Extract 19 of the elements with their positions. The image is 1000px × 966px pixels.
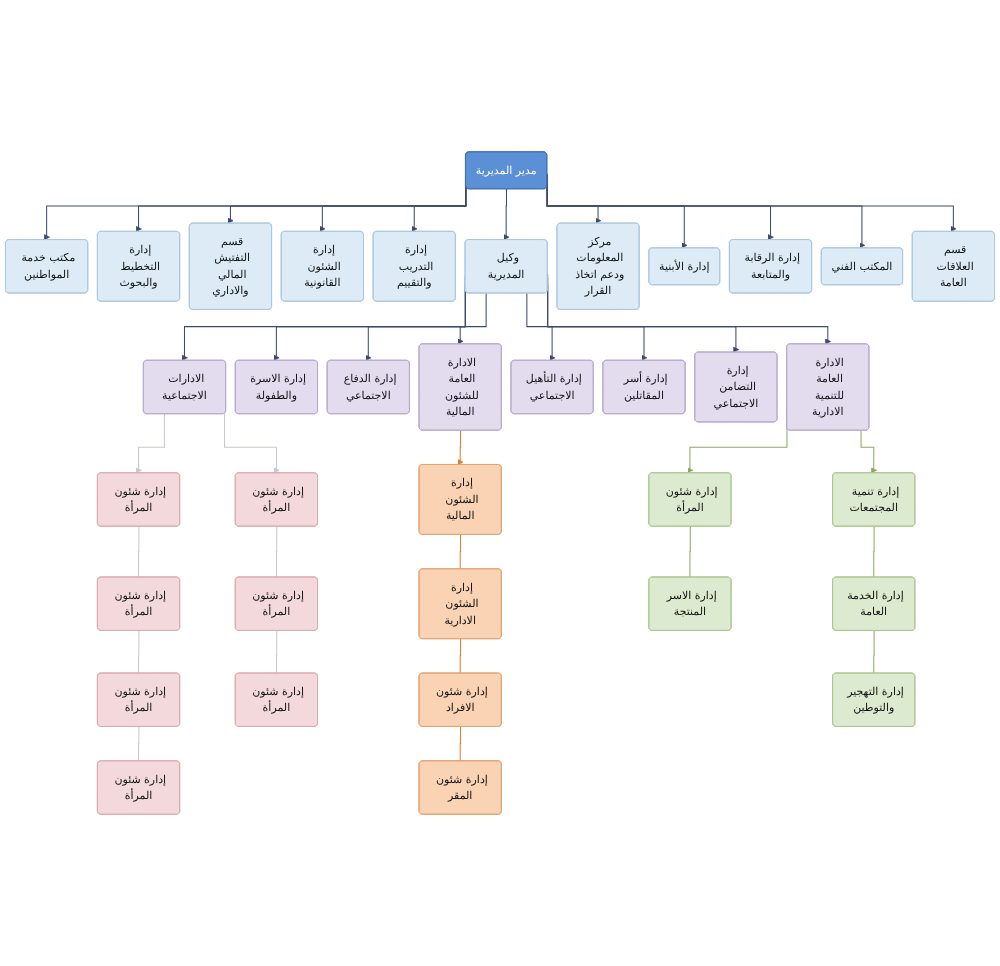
connector — [459, 726, 462, 762]
connector — [459, 534, 462, 570]
connector — [275, 526, 278, 578]
connector — [873, 630, 875, 674]
arrow — [503, 188, 510, 241]
arrow — [546, 185, 602, 224]
connector — [873, 526, 875, 578]
connector — [459, 638, 462, 674]
arrow — [526, 292, 556, 361]
arrow — [457, 430, 464, 466]
connector — [275, 630, 278, 674]
arrow — [860, 430, 878, 474]
arrow — [135, 413, 165, 474]
arrow — [224, 412, 280, 474]
connector — [689, 526, 691, 578]
connector — [138, 526, 140, 578]
connector — [138, 630, 140, 674]
connector — [138, 726, 140, 762]
arrow — [457, 292, 487, 345]
